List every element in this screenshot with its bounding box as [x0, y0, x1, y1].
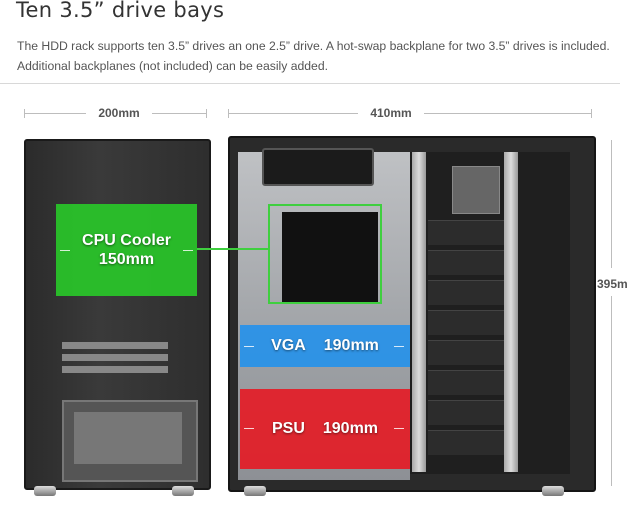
- cpu-zone-mark: [60, 250, 70, 251]
- drive-bay: [428, 400, 504, 425]
- case-foot: [172, 486, 194, 496]
- motherboard-cutout: [282, 212, 378, 302]
- expansion-slot: [62, 342, 168, 349]
- cpu-cooler-connector: [197, 248, 268, 250]
- vga-size: 190mm: [323, 337, 379, 354]
- depth-ruler-left: [24, 113, 86, 114]
- case-foot: [34, 486, 56, 496]
- drive-bay: [428, 430, 504, 455]
- vga-zone-mark: [394, 346, 404, 347]
- depth-dimension-label: 200mm: [98, 106, 140, 120]
- top-fan: [262, 148, 374, 186]
- vga-zone-mark: [244, 346, 254, 347]
- width-dimension-label: 410mm: [370, 106, 412, 120]
- drive-2-5: [452, 166, 500, 214]
- height-dimension-label: 395m: [597, 277, 628, 291]
- psu-label: PSU: [271, 420, 305, 437]
- page-description: The HDD rack supports ten 3.5” drives an…: [17, 39, 610, 73]
- psu-size: 190mm: [322, 420, 379, 437]
- expansion-slot: [62, 354, 168, 361]
- vga-label: VGA: [271, 337, 306, 354]
- vga-clearance: VGA 190mm: [240, 325, 410, 367]
- divider: [0, 83, 620, 84]
- psu-clearance: PSU 190mm: [240, 389, 410, 469]
- page-title: Ten 3.5” drive bays: [16, 0, 225, 22]
- drive-bay: [428, 310, 504, 335]
- drive-bay: [428, 280, 504, 305]
- hdd-rail-right: [504, 152, 518, 472]
- expansion-slot: [62, 366, 168, 373]
- drive-bay: [428, 220, 504, 245]
- drive-bay: [428, 370, 504, 395]
- cpu-cooler-label: CPU Cooler: [82, 232, 171, 249]
- width-ruler-right: [424, 113, 592, 114]
- cpu-cooler-size: 150mm: [98, 251, 155, 268]
- depth-ruler-right: [152, 113, 207, 114]
- psu-zone-mark: [244, 428, 254, 429]
- case-foot: [244, 486, 266, 496]
- depth-ruler-tick-right: [206, 109, 207, 118]
- case-foot: [542, 486, 564, 496]
- psu-cage-inner: [74, 412, 182, 464]
- cpu-cooler-clearance: CPU Cooler 150mm: [56, 204, 197, 296]
- drive-bay: [428, 340, 504, 365]
- height-ruler-bottom: [611, 296, 612, 486]
- width-ruler-tick-right: [591, 109, 592, 118]
- height-ruler-top: [611, 140, 612, 268]
- cpu-zone-mark: [183, 250, 193, 251]
- hdd-rail-left: [412, 152, 426, 472]
- drive-bay: [428, 250, 504, 275]
- width-ruler-left: [228, 113, 358, 114]
- psu-zone-mark: [394, 428, 404, 429]
- cpu-cooler-outline: [268, 204, 382, 304]
